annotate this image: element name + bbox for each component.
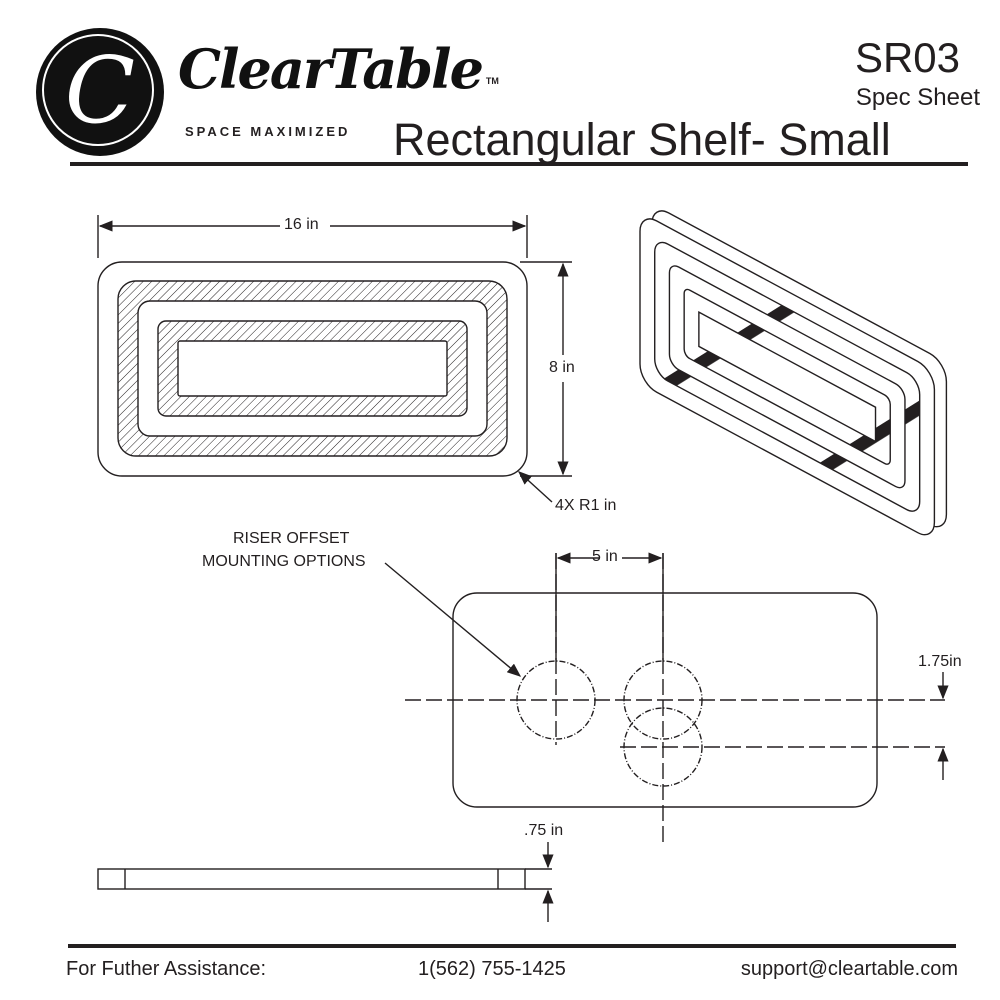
brand-row: ClearTable TM bbox=[178, 38, 499, 100]
brand-wordmark: ClearTable bbox=[178, 37, 484, 101]
logo-letter: C bbox=[64, 37, 136, 144]
riser-label-line1: RISER OFFSET bbox=[233, 530, 350, 547]
footer-divider bbox=[68, 944, 956, 948]
logo-badge: C bbox=[36, 28, 164, 156]
riser-label-line2: MOUNTING OPTIONS bbox=[202, 553, 366, 570]
plan-view bbox=[384, 552, 949, 845]
width-label: 16 in bbox=[284, 216, 319, 233]
offset-label: 1.75in bbox=[918, 653, 962, 670]
page-title: Rectangular Shelf- Small bbox=[393, 114, 891, 165]
trademark: TM bbox=[485, 76, 499, 86]
hole-spacing-label: 5 in bbox=[592, 548, 618, 565]
support-email[interactable]: support@cleartable.com bbox=[740, 958, 958, 980]
phone-number[interactable]: 1(562) 755-1425 bbox=[418, 958, 566, 980]
assist-label: For Futher Assistance: bbox=[66, 958, 267, 980]
header-divider bbox=[70, 162, 968, 166]
product-code: SR03 bbox=[854, 34, 960, 81]
thickness-label: .75 in bbox=[524, 822, 564, 839]
doc-type: Spec Sheet bbox=[855, 84, 980, 111]
tagline: SPACE MAXIMIZED bbox=[185, 124, 351, 139]
radius-label: 4X R1 in bbox=[555, 497, 617, 514]
front-view bbox=[97, 261, 528, 477]
height-label: 8 in bbox=[549, 359, 575, 376]
side-view bbox=[97, 842, 554, 922]
isometric-view bbox=[640, 204, 946, 542]
